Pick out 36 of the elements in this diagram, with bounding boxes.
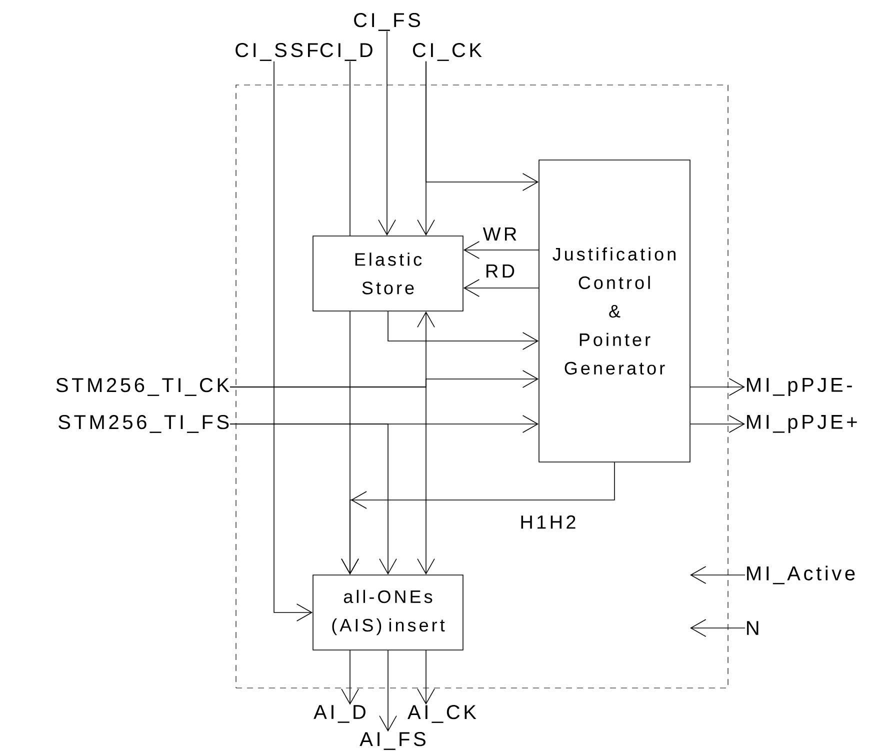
arrow	[426, 60, 539, 191]
edge-label: RD	[484, 263, 516, 279]
signal-label: N	[747, 621, 758, 635]
signal-label: STM256_TI_FS	[58, 415, 229, 433]
signal-label: AI_CK	[408, 705, 476, 723]
arrow	[690, 619, 746, 637]
signal-label: AI_FS	[360, 732, 426, 750]
arrow	[463, 279, 539, 297]
signal-label: MI_pPJE-	[747, 378, 852, 396]
arrow	[341, 462, 615, 575]
edge-label: WR	[482, 226, 518, 242]
signal-label: CI_FS	[354, 13, 420, 31]
arrow	[690, 378, 745, 396]
signal-label: MI_Active	[747, 566, 855, 584]
signal-label: CI_SSF	[236, 43, 318, 61]
arrow	[378, 30, 396, 236]
signal-label: AI_D	[314, 705, 366, 723]
signal-label: CI_D	[320, 43, 372, 61]
dashed-boundary	[236, 84, 728, 688]
arrow	[690, 566, 746, 584]
arrow	[230, 424, 397, 575]
signal-label: CI_CK	[412, 43, 482, 61]
process-box: Elastic Store	[312, 236, 464, 312]
arrow	[379, 650, 397, 732]
arrow	[388, 311, 539, 350]
signal-label: STM256_TI_CK	[56, 378, 230, 396]
arrow	[690, 415, 745, 433]
arrow	[230, 386, 435, 575]
process-box: Justification Control & Pointer Generator	[538, 160, 690, 462]
arrow	[417, 650, 435, 705]
process-box: all-ONEs (AIS) insert	[312, 574, 464, 650]
arrow	[341, 650, 359, 705]
signal-label: MI_pPJE+	[747, 415, 857, 433]
arrow	[274, 60, 313, 622]
arrow	[463, 241, 539, 259]
edge-label: H1H2	[518, 514, 578, 530]
